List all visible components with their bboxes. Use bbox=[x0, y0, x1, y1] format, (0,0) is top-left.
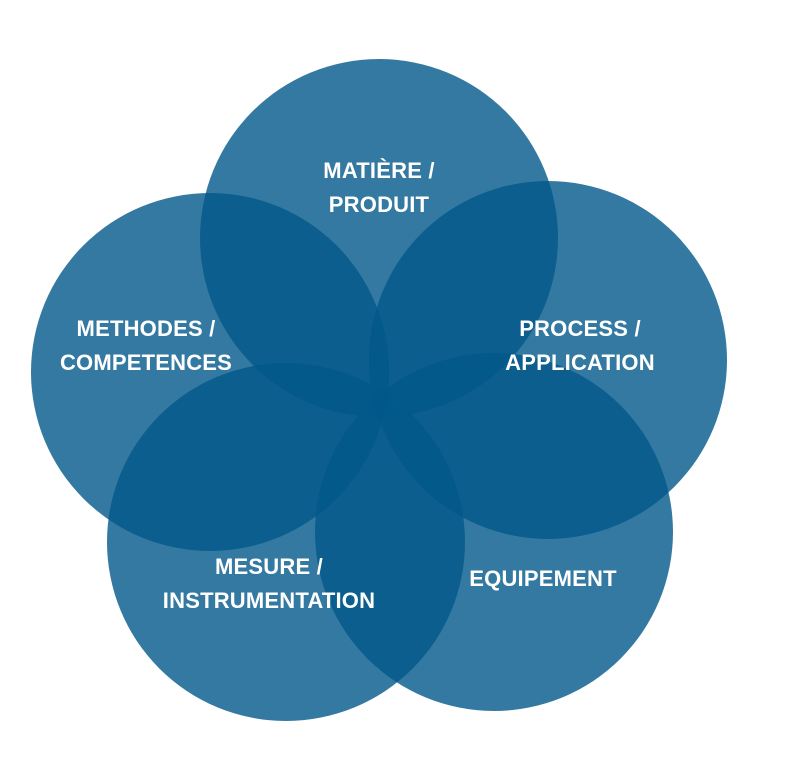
label-process-line1: PROCESS / bbox=[519, 316, 641, 341]
label-matiere-line1: MATIÈRE / bbox=[323, 158, 434, 183]
circles-group bbox=[31, 59, 727, 721]
labels-group: MATIÈRE / PRODUIT PROCESS / APPLICATION … bbox=[60, 158, 655, 613]
label-methodes-line1: METHODES / bbox=[77, 316, 216, 341]
label-methodes-line2: COMPETENCES bbox=[60, 350, 232, 375]
label-mesure-line1: MESURE / bbox=[215, 554, 323, 579]
label-mesure-line2: INSTRUMENTATION bbox=[163, 588, 375, 613]
label-equipement: EQUIPEMENT bbox=[469, 566, 617, 591]
circle-methodes-competences bbox=[31, 193, 389, 551]
label-matiere-line2: PRODUIT bbox=[329, 192, 430, 217]
label-process-line2: APPLICATION bbox=[505, 350, 655, 375]
